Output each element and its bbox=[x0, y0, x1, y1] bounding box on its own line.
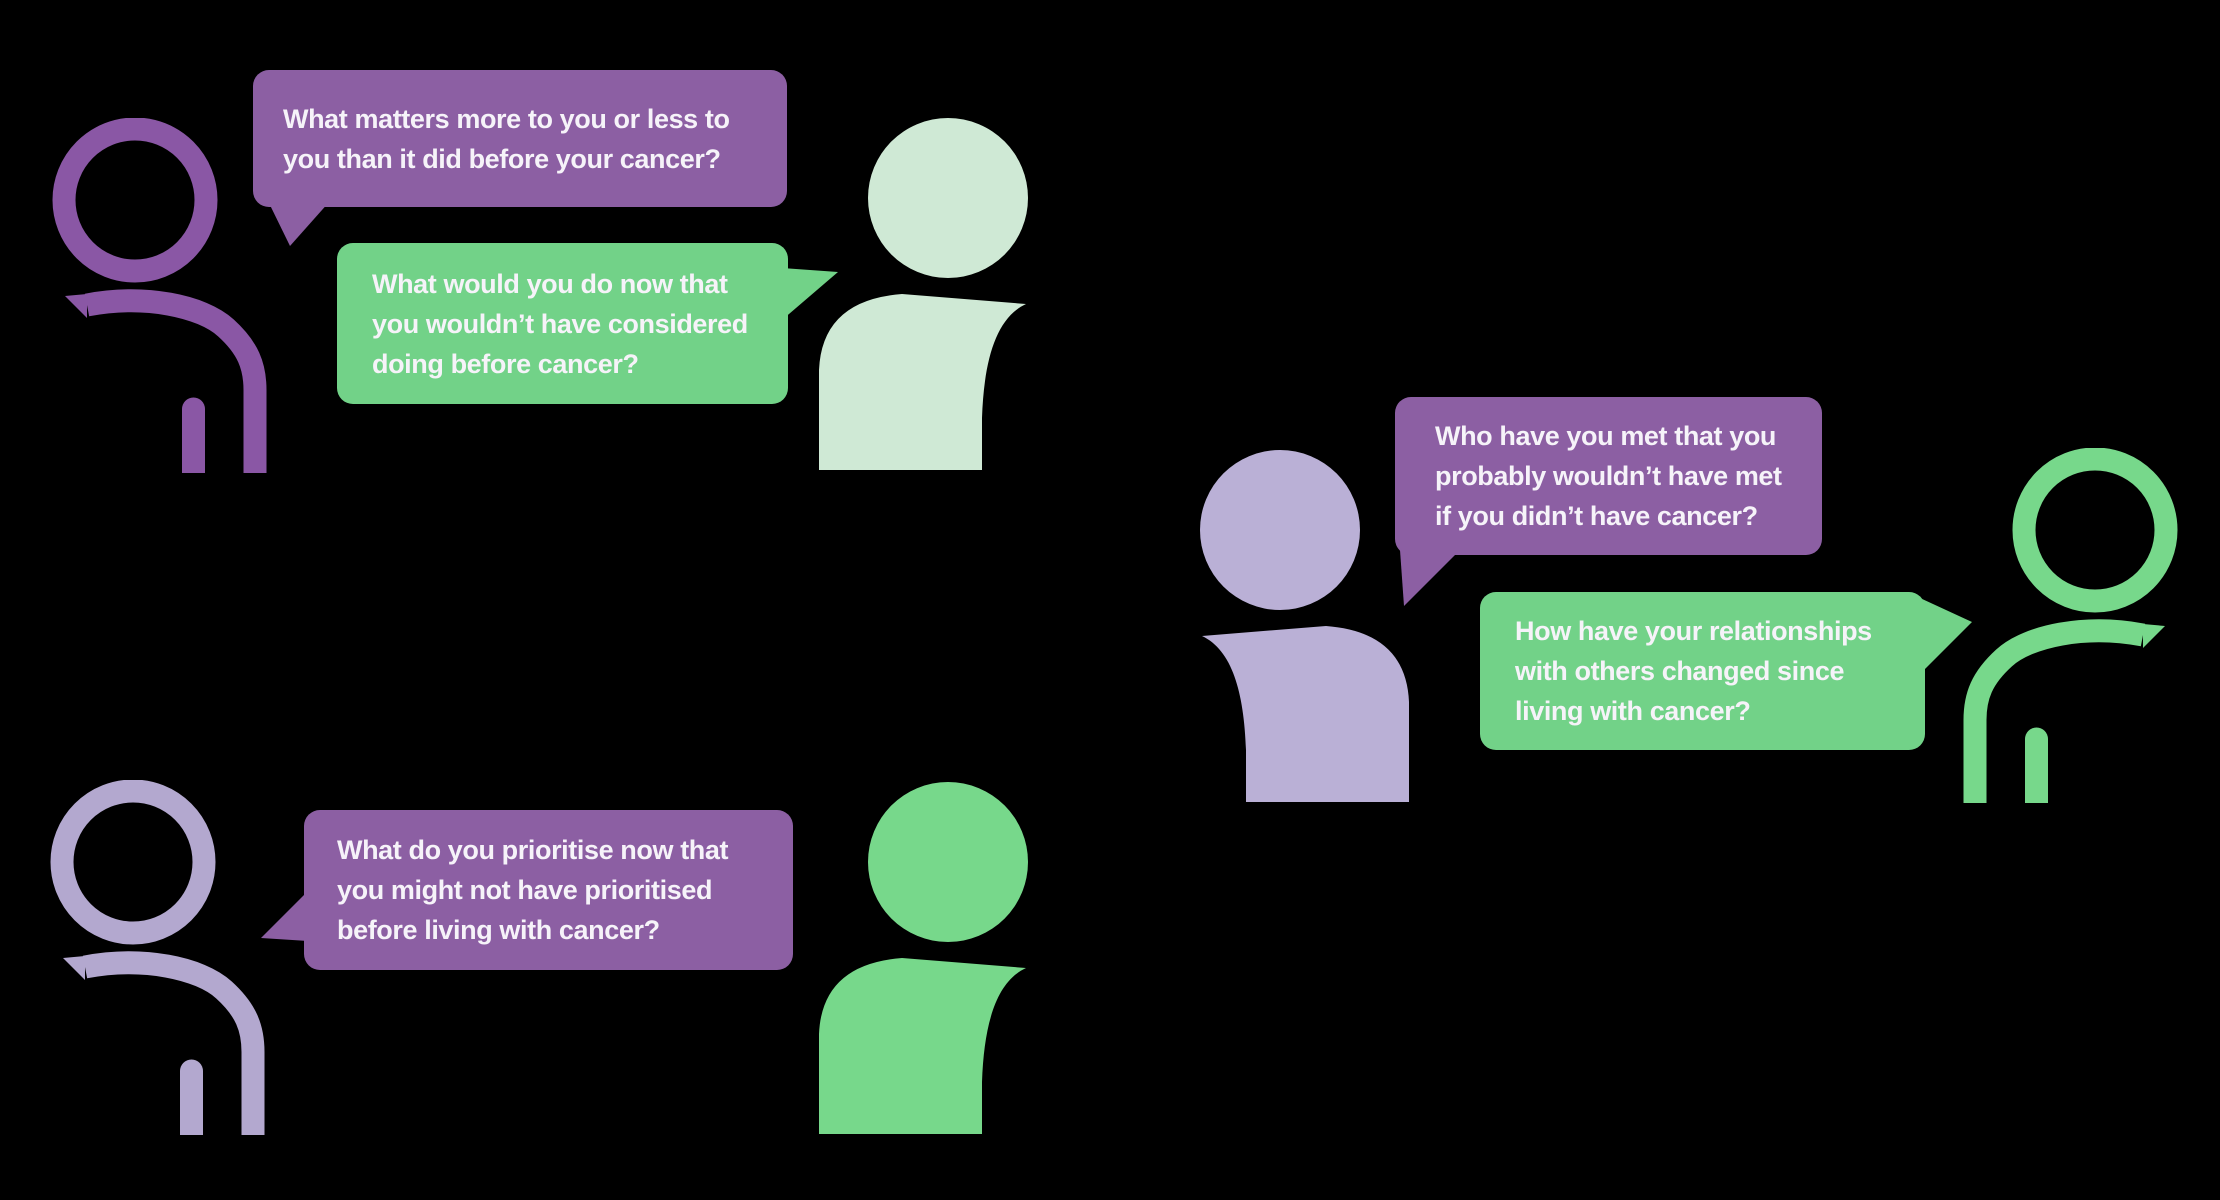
person-arm bbox=[180, 1059, 203, 1135]
person-shoulder-tip bbox=[63, 956, 85, 980]
bubble-text-line: if you didn’t have cancer? bbox=[1435, 501, 1758, 531]
person-head bbox=[1200, 450, 1360, 610]
speech-bubble-question: How have your relationships with others … bbox=[1480, 592, 1925, 750]
bubble-text-line: you than it did before your cancer? bbox=[283, 143, 721, 174]
person-shoulder-tip bbox=[65, 294, 87, 318]
person-shoulder-tip bbox=[2143, 624, 2165, 648]
speech-bubble-question: Who have you met that you probably would… bbox=[1395, 397, 1822, 555]
purple-outline-person-icon bbox=[52, 118, 267, 473]
person-body bbox=[819, 294, 1026, 470]
lavender-outline-person-icon bbox=[50, 780, 265, 1135]
bubble-text-line: with others changed since bbox=[1515, 656, 1845, 686]
bubble-text-line: What matters more to you or less to bbox=[283, 103, 730, 134]
bubble-text-line: you might not have prioritised bbox=[337, 875, 713, 905]
bubble-text-line: probably wouldn’t have met bbox=[1435, 461, 1782, 491]
person-shoulder bbox=[1963, 619, 2146, 803]
person-arm bbox=[182, 397, 205, 473]
speech-bubble-tail bbox=[268, 201, 330, 246]
bubble-text-line: living with cancer? bbox=[1515, 696, 1751, 726]
bubble-text-line: What do you prioritise now that bbox=[337, 835, 729, 865]
bubble-text-line: doing before cancer? bbox=[372, 348, 639, 379]
green-filled-person-icon bbox=[819, 782, 1028, 1134]
speech-bubble-tail bbox=[782, 268, 838, 320]
person-head bbox=[52, 118, 218, 283]
person-head bbox=[868, 782, 1028, 942]
person-head bbox=[868, 118, 1028, 278]
person-body bbox=[1202, 626, 1409, 802]
lavender-filled-person-icon bbox=[1200, 450, 1409, 802]
bubble-text-line: you wouldn’t have considered bbox=[372, 308, 748, 339]
bubble-text-line: before living with cancer? bbox=[337, 915, 660, 945]
person-head bbox=[50, 780, 216, 945]
speech-bubble-tail bbox=[1920, 598, 1972, 674]
bubble-text-line: How have your relationships bbox=[1515, 616, 1872, 646]
speech-bubble-tail bbox=[1400, 550, 1460, 606]
speech-bubble-question: What matters more to you or less to you … bbox=[253, 70, 787, 207]
bubble-text-line: Who have you met that you bbox=[1435, 421, 1777, 451]
person-shoulder bbox=[84, 289, 267, 473]
person-head bbox=[2012, 448, 2178, 613]
bubble-text-line: What would you do now that bbox=[372, 268, 728, 299]
person-body bbox=[819, 958, 1026, 1134]
speech-bubble-tail bbox=[261, 891, 308, 941]
person-arm bbox=[2025, 727, 2048, 803]
person-shoulder bbox=[82, 951, 265, 1135]
pale-green-filled-person-icon bbox=[819, 118, 1028, 470]
speech-bubble-question: What do you prioritise now that you migh… bbox=[304, 810, 793, 970]
green-outline-person-icon bbox=[1963, 448, 2178, 803]
speech-bubble-question: What would you do now that you wouldn’t … bbox=[337, 243, 788, 404]
